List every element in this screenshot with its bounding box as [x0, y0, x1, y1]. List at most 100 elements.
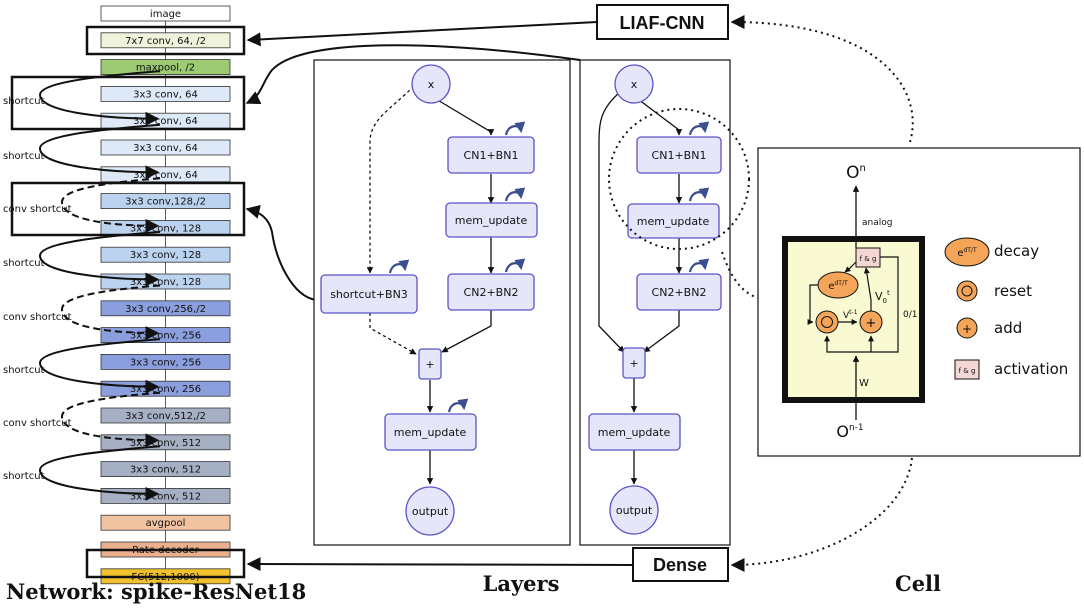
network-blocks: image 7x7 conv, 64, /2 maxpool, /2 3x3 conv… — [100, 5, 231, 585]
shortcut-label: shortcut — [3, 258, 45, 269]
layers-to-conv-shortcut-arrow — [245, 205, 317, 301]
left-output-label: output — [412, 505, 449, 518]
legend-add-label: add — [994, 319, 1022, 337]
network-block-label: 3x3 conv, 64 — [133, 89, 198, 100]
layers-right-panel: x CN1+BN1 mem_update CN2+BN2 + mem_updat… — [579, 59, 759, 546]
right-mem1-node — [627, 203, 720, 239]
analog-label: analog — [862, 218, 892, 228]
legend-decay-label: decay — [994, 242, 1039, 260]
legend-reset-icon — [956, 280, 978, 302]
network-block-label: 3x3 conv, 512 — [130, 491, 201, 502]
network-caption: Network: spike-ResNet18 — [6, 579, 306, 604]
left-cn1-node — [447, 136, 535, 174]
loop-icon — [388, 259, 410, 274]
left-output-node — [405, 486, 455, 536]
left-cn2-label: CN2+BN2 — [464, 286, 519, 299]
layers-caption: Layers — [483, 571, 560, 596]
network-block-label: 3x3 conv, 256 — [130, 357, 201, 368]
shortcut-arc — [38, 230, 161, 287]
right-cn1-node — [636, 136, 722, 174]
v0-label: V0t — [875, 289, 890, 305]
right-plus-node — [622, 347, 646, 379]
network-block-label: 3x3 conv, 256 — [130, 331, 201, 342]
liaf-cnn-callout: LIAF-CNN — [596, 4, 729, 40]
layers-to-shortcut-block-arrow — [245, 44, 581, 105]
shortcut-label: shortcut — [3, 151, 45, 162]
right-output-label: output — [616, 504, 653, 517]
network-block-label: 3x3 conv, 64 — [133, 170, 198, 181]
legend-activation-label: activation — [994, 360, 1068, 378]
left-cn2-node — [447, 273, 535, 311]
shortcut-label: shortcut — [3, 365, 45, 376]
network-block-label: 3x3 conv, 512 — [130, 465, 201, 476]
right-mem1-label: mem_update — [637, 215, 710, 228]
legend-add-icon — [956, 317, 978, 339]
left-plus-node — [418, 348, 442, 380]
network-block-label: 3x3 conv, 256 — [130, 384, 201, 395]
network-block-label: 3x3 conv, 64 — [133, 116, 198, 127]
legend-reset-label: reset — [994, 282, 1032, 300]
right-output-node — [609, 485, 659, 535]
network-block-label: 3x3 conv, 128 — [130, 277, 201, 288]
liaf-to-cell-dotted — [730, 15, 914, 143]
output-o-label: On — [846, 163, 866, 183]
left-plus-label: + — [425, 358, 434, 371]
shortcut-arc — [38, 445, 161, 501]
shortcut-label: conv shortcut — [3, 418, 72, 429]
left-mem2-label: mem_update — [394, 426, 467, 439]
liaf-cnn-label: LIAF-CNN — [620, 13, 705, 33]
right-mem2-label: mem_update — [598, 426, 671, 439]
right-cn2-label: CN2+BN2 — [652, 286, 707, 299]
legend-activation-icon — [954, 359, 980, 380]
loop-icon — [688, 187, 710, 202]
group-box-shortcut-1 — [10, 75, 246, 131]
network-block-label: 3x3 conv, 128 — [130, 250, 201, 261]
conv-shortcut-arc — [60, 391, 161, 448]
shortcut-arc — [38, 123, 161, 180]
left-mem2-node — [384, 413, 477, 451]
w-label: W — [859, 378, 869, 389]
left-shortcut-label: shortcut+BN3 — [330, 288, 408, 301]
focus-dotted-circle — [608, 108, 750, 250]
network-block-label: maxpool, /2 — [136, 63, 195, 74]
layers-left-panel: x CN1+BN1 mem_update CN2+BN2 shortcut+BN… — [313, 59, 571, 546]
legend-decay-icon — [944, 237, 990, 267]
network-block-label: 3x3 conv,256,/2 — [125, 304, 206, 315]
shortcut-arcs — [38, 70, 161, 501]
cell-reset-circle — [815, 310, 839, 334]
shortcut-label: shortcut — [3, 471, 45, 482]
dense-callout: Dense — [632, 547, 729, 582]
conv-shortcut-arc — [60, 284, 161, 341]
shortcut-label: shortcut — [3, 96, 45, 107]
dense-to-fc-arrow — [246, 557, 634, 572]
left-shortcut-node — [320, 274, 418, 314]
left-mem1-node — [445, 202, 538, 238]
shortcut-arc — [38, 338, 161, 394]
right-cn2-node — [636, 273, 722, 311]
right-x-node — [614, 64, 654, 104]
network-block-label: 3x3 conv, 64 — [133, 143, 198, 154]
liaf-to-7x7-arrow — [246, 21, 598, 47]
cell-add-label: + — [866, 316, 877, 331]
right-plus-label: + — [629, 357, 638, 370]
right-mem2-node — [588, 413, 681, 451]
network-block-label: image — [150, 9, 181, 20]
loop-icon — [504, 121, 526, 136]
network-block-label: avgpool — [146, 518, 186, 529]
fg-label: f & g — [860, 255, 877, 263]
cell-panel: On analog f & g edT/T + Vt-1 V0t 0/1 W O… — [757, 147, 1081, 457]
cell-legend: edT/T decay reset + add f & g activation — [944, 237, 1068, 380]
network-block-label: 3x3 conv,128,/2 — [125, 197, 206, 208]
loop-icon — [688, 258, 710, 273]
network-block-label: 3x3 conv,512,/2 — [125, 411, 206, 422]
network-block-label: 3x3 conv, 128 — [130, 223, 201, 234]
group-box-fc — [85, 548, 246, 579]
network-block-label: 7x7 conv, 64, /2 — [125, 36, 206, 47]
neuron-cell-box — [782, 236, 925, 403]
svg-text:f & g: f & g — [959, 367, 976, 375]
svg-text:edT/T: edT/T — [957, 247, 977, 259]
v-prev-label: Vt-1 — [843, 309, 858, 321]
right-cn1-label: CN1+BN1 — [652, 149, 707, 162]
left-mem1-label: mem_update — [455, 214, 528, 227]
